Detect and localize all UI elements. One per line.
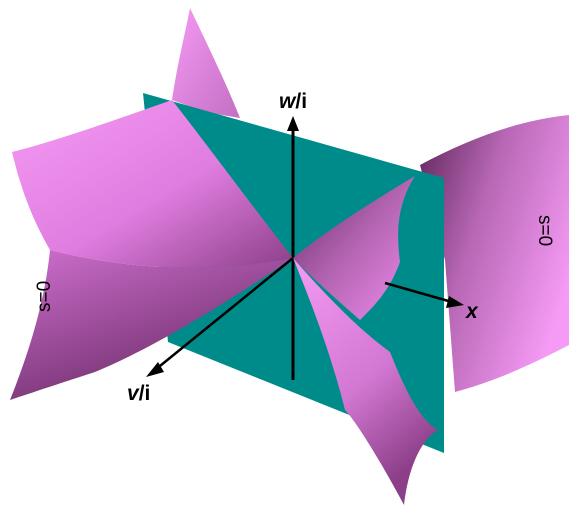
x-axis-label: x [465,300,479,323]
w-axis-label: w/i [279,90,307,113]
x-axis-arrowhead [446,296,464,308]
w-axis-arrowhead [287,116,299,131]
surface-left-upper [12,100,293,268]
v-axis-arrowhead [146,362,164,377]
surface-left-lower [10,250,293,400]
v-axis-line [154,257,294,371]
surface-right [420,115,569,392]
surface-bottom-spike [293,258,438,505]
surface-top-spike [172,8,240,118]
x-axis-line [384,281,453,304]
v-axis-label: v/i [127,382,150,405]
surface-label-left: s=0 [34,281,55,312]
surface-center-right [293,176,415,320]
surface-label-right: s=0 [534,215,555,246]
